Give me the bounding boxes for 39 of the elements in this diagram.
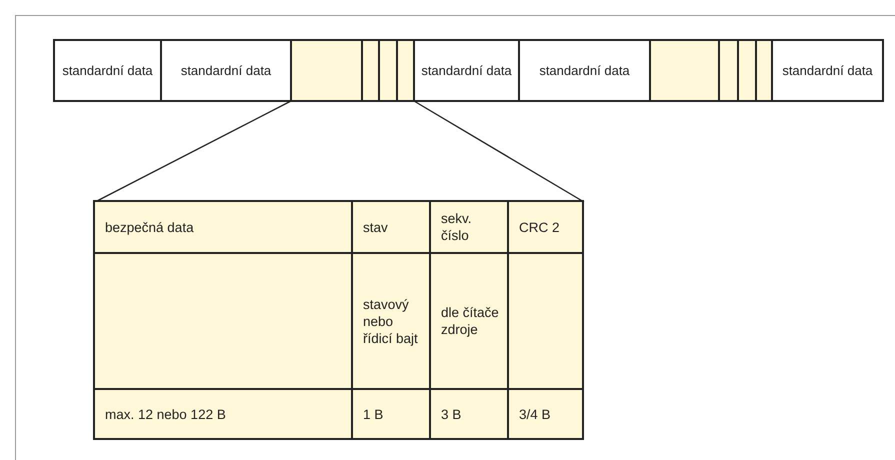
field-text: 3 B xyxy=(441,406,462,422)
frame-field xyxy=(378,39,398,102)
data-field xyxy=(53,39,162,102)
field-text: 1 B xyxy=(363,406,384,422)
table-cell xyxy=(351,200,431,254)
field-text: stav xyxy=(363,218,388,236)
field-text: standardní data xyxy=(421,62,512,78)
zoom-line xyxy=(414,100,584,203)
table-cell xyxy=(429,388,509,440)
field-text: dle čítače zdroje xyxy=(441,304,499,338)
frame-field xyxy=(649,39,720,102)
field-text: sekv. číslo xyxy=(441,210,473,244)
table-cell xyxy=(507,200,584,254)
table-cell xyxy=(351,252,431,390)
table-cell xyxy=(93,200,353,254)
table-cell xyxy=(429,200,509,254)
field-text: standardní data xyxy=(62,62,153,78)
data-field xyxy=(771,39,884,102)
frame-field xyxy=(290,39,363,102)
data-field xyxy=(413,39,520,102)
field-text: standardní data xyxy=(180,62,272,78)
data-field xyxy=(160,39,292,102)
table-cell xyxy=(93,252,353,390)
field-text: max. 12 nebo 122 B xyxy=(105,406,226,422)
field-text: standardní data xyxy=(539,62,630,78)
data-field xyxy=(518,39,651,102)
frame-field xyxy=(718,39,739,102)
table-cell xyxy=(507,252,584,390)
field-text: CRC 2 xyxy=(519,218,560,236)
field-text: 3/4 B xyxy=(519,406,551,422)
table-cell xyxy=(93,388,353,440)
table-cell xyxy=(351,388,431,440)
field-text: bezpečná data xyxy=(105,218,194,236)
field-text: standardní data xyxy=(782,62,873,78)
detail-table xyxy=(94,201,585,441)
table-cell xyxy=(429,252,509,390)
frame-field xyxy=(737,39,757,102)
table-cell xyxy=(507,388,584,440)
field-text: stavový nebo řídicí bajt xyxy=(363,296,419,346)
